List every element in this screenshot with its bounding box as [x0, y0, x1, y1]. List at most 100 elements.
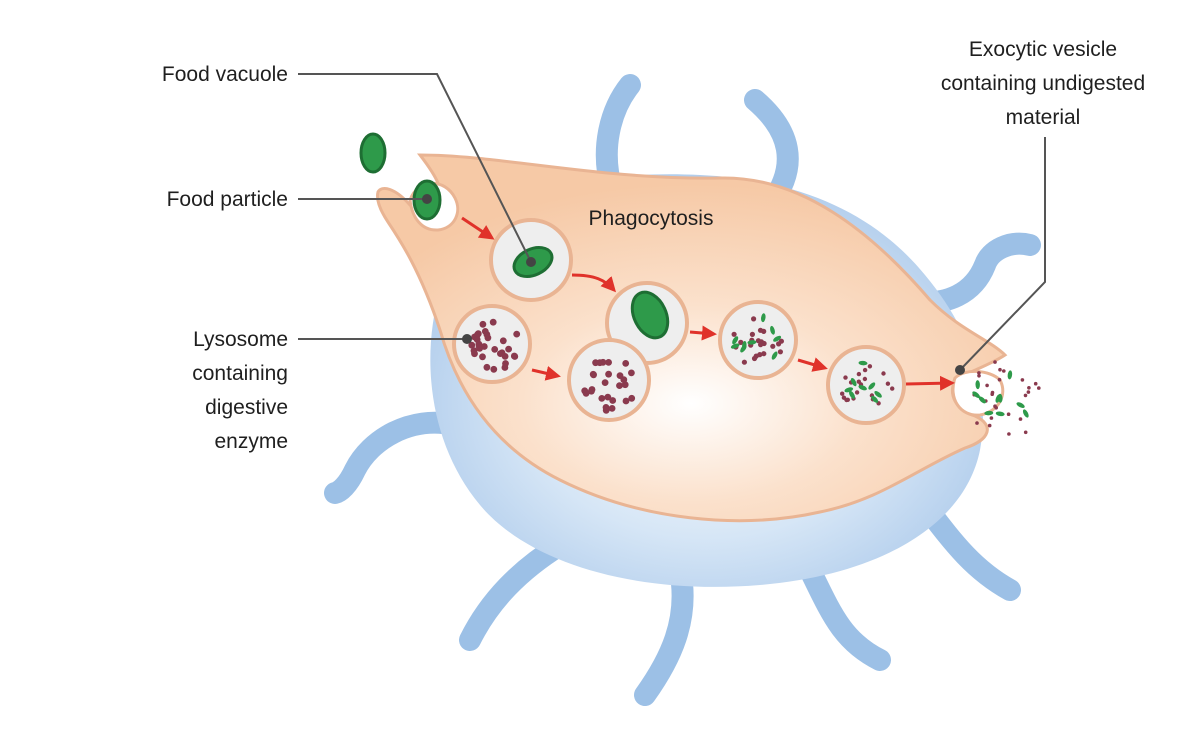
particle	[990, 392, 994, 397]
particle	[731, 331, 737, 337]
particle	[513, 330, 521, 338]
lysosome	[452, 304, 532, 384]
particle	[975, 421, 979, 425]
particle	[481, 328, 489, 335]
label-lysosome-line-1: Lysosome	[193, 328, 288, 351]
enzyme-dots-lysosome	[468, 318, 521, 373]
label-exocytic-line-1: Exocytic vesicle	[969, 38, 1117, 61]
particle	[749, 331, 756, 337]
particle	[489, 318, 497, 326]
food-fragment	[858, 360, 868, 366]
particle	[608, 405, 616, 412]
particle	[473, 336, 481, 343]
particle	[589, 370, 597, 378]
particle	[1027, 386, 1031, 390]
leader-exocytic-vesicle	[959, 137, 1046, 371]
food-fragment	[747, 340, 757, 345]
particle	[1020, 378, 1025, 382]
arrow-lysosome-to-fusion	[531, 365, 561, 381]
particle	[616, 372, 624, 379]
particle	[862, 376, 868, 382]
particle	[856, 371, 862, 377]
food-fragment	[773, 335, 782, 342]
particle	[621, 381, 629, 389]
particle	[1037, 386, 1041, 390]
particle	[602, 406, 610, 414]
particle	[592, 359, 599, 367]
food-fragment	[975, 380, 980, 390]
particle	[1026, 390, 1031, 394]
particle	[890, 386, 895, 391]
particle	[502, 360, 509, 367]
particle	[475, 343, 483, 350]
particle	[776, 341, 782, 347]
particle	[840, 391, 845, 396]
free-food-particle	[359, 132, 387, 174]
particle	[483, 363, 491, 371]
particle	[1023, 393, 1028, 398]
leader-endpoints	[422, 194, 965, 375]
particle	[605, 370, 612, 378]
arrow-digest1-to-digest2	[797, 357, 828, 372]
food-fragment	[978, 396, 986, 404]
particle	[1023, 430, 1028, 435]
particle	[993, 360, 997, 364]
particle	[490, 365, 498, 373]
particle	[843, 375, 848, 380]
particle	[885, 381, 891, 386]
digest-contents-1	[730, 313, 785, 365]
food-fragment	[761, 313, 766, 323]
particle	[581, 387, 589, 395]
label-exocytic-line-3: material	[1006, 106, 1081, 129]
food-fragment	[868, 382, 876, 390]
particle	[867, 364, 873, 369]
particle	[1033, 381, 1038, 386]
particle	[862, 367, 868, 373]
label-lysosome-line-3: digestive	[205, 396, 288, 419]
particle	[479, 353, 486, 361]
particle	[604, 393, 612, 401]
title-phagocytosis: Phagocytosis	[589, 207, 714, 230]
fusing-vesicles	[567, 281, 689, 422]
particle	[841, 395, 847, 400]
particle	[1018, 417, 1023, 421]
label-exocytic-vesicle: Exocytic vesicle containing undigested m…	[941, 38, 1145, 129]
arrow-entry-to-vacuole	[461, 216, 495, 240]
particle	[609, 397, 617, 404]
particle	[856, 379, 861, 384]
particle	[757, 327, 764, 333]
process-arrows	[461, 216, 955, 391]
particle	[628, 369, 635, 377]
particle	[761, 351, 767, 357]
digestive-vesicle-2	[826, 345, 906, 425]
particle	[761, 340, 767, 347]
particle	[770, 343, 776, 349]
arrow-vacuole-to-fusion	[571, 273, 617, 293]
food-fragment	[995, 394, 1001, 403]
digestive-vesicle-1	[718, 300, 798, 380]
label-lysosome-line-4: enzyme	[214, 430, 288, 453]
particle	[977, 371, 981, 375]
pseudopod-bottom-left	[459, 534, 571, 651]
particle	[994, 406, 998, 410]
pseudopod-bottom-middle	[634, 559, 694, 706]
particle	[622, 397, 630, 405]
particle	[977, 374, 981, 378]
food-fragment	[770, 325, 775, 335]
particle	[1006, 412, 1011, 417]
particle	[497, 350, 504, 357]
particle	[480, 343, 488, 350]
food-fragment	[740, 344, 747, 353]
food-fragment	[730, 343, 740, 349]
particle	[854, 390, 860, 395]
food-fragment	[1022, 409, 1029, 418]
food-fragment	[1007, 370, 1013, 380]
particle	[987, 423, 992, 428]
particle	[753, 353, 759, 359]
particle	[622, 360, 630, 367]
food-fragment	[858, 385, 867, 391]
particle	[474, 330, 482, 338]
particle	[997, 377, 1002, 382]
particle	[998, 367, 1002, 372]
